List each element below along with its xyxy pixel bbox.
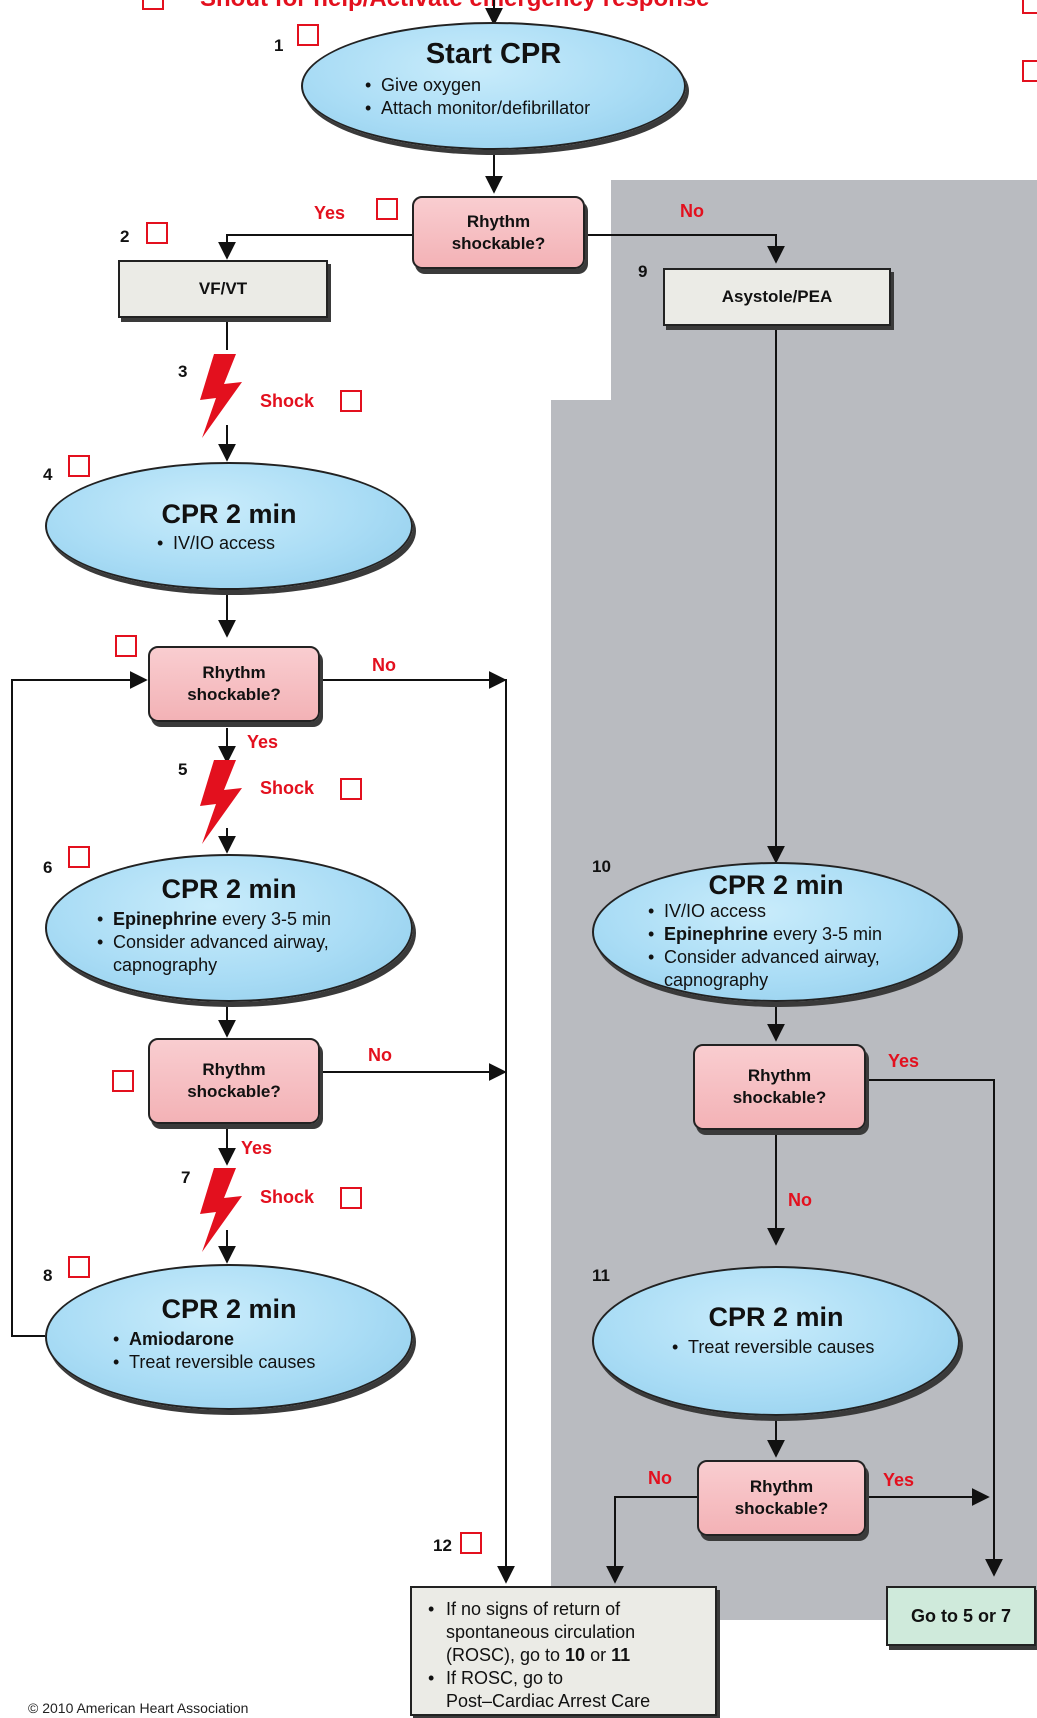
cpr-10-bullet-epinephrine: Epinephrine every 3-5 min — [646, 923, 882, 946]
step-number-11: 11 — [592, 1266, 610, 1285]
cpr-4-bullet: IV/IO access — [155, 532, 275, 555]
rhythm-a-checkbox[interactable] — [115, 635, 137, 657]
header-checkbox[interactable] — [142, 0, 164, 10]
cpr-2min-oval-6: CPR 2 min Epinephrine every 3-5 min Cons… — [45, 854, 413, 1002]
cpr-8-title: CPR 2 min — [161, 1294, 297, 1324]
cpr-8-bullet-amiodarone: Amiodarone — [111, 1328, 315, 1351]
decision-line1: Rhythm — [202, 1060, 266, 1079]
rhythm-a-no-label: No — [372, 655, 396, 675]
step-number-8: 8 — [43, 1266, 53, 1285]
top-decision-checkbox[interactable] — [376, 198, 398, 220]
shock-3-checkbox[interactable] — [340, 390, 362, 412]
rhythm-d-yes-label: Yes — [883, 1470, 915, 1490]
decision-line1: Rhythm — [747, 1066, 812, 1085]
cpr-11-bullet: Treat reversible causes — [670, 1336, 874, 1359]
cpr-11-title: CPR 2 min — [708, 1302, 844, 1332]
rhythm-shockable-a: Rhythm shockable? — [148, 646, 320, 722]
step-12-checkbox[interactable] — [460, 1532, 482, 1554]
cpr-10-bullet-airway: Consider advanced airway,capnography — [646, 946, 882, 992]
decision-line2: shockable? — [187, 1082, 281, 1101]
shock-bolt-icon — [200, 1168, 242, 1252]
step-number-3: 3 — [178, 362, 188, 381]
corner-checkbox-1[interactable] — [1022, 0, 1037, 14]
cpr-2min-oval-10: CPR 2 min IV/IO access Epinephrine every… — [592, 862, 960, 1002]
shock-3-label: Shock — [260, 391, 315, 411]
cpr-10-title: CPR 2 min — [708, 870, 844, 900]
step-2-checkbox[interactable] — [146, 222, 168, 244]
header-banner: Shout for help/Activate emergency respon… — [200, 0, 709, 13]
cpr-4-title: CPR 2 min — [161, 499, 297, 529]
start-cpr-oval: Start CPR Give oxygen Attach monitor/def… — [301, 22, 686, 150]
step-number-2: 2 — [120, 227, 130, 246]
step-number-9: 9 — [638, 262, 648, 281]
cpr-6-title: CPR 2 min — [161, 874, 297, 904]
shock-5-checkbox[interactable] — [340, 778, 362, 800]
top-no-label: No — [680, 201, 704, 221]
rhythm-d-no-label: No — [648, 1468, 672, 1488]
step-number-6: 6 — [43, 858, 53, 877]
cpr-8-bullets: Amiodarone Treat reversible causes — [111, 1328, 315, 1374]
step-number-5: 5 — [178, 760, 188, 779]
cpr-8-bullet-causes: Treat reversible causes — [111, 1351, 315, 1374]
corner-checkbox-2[interactable] — [1022, 60, 1037, 82]
cpr-6-bullets: Epinephrine every 3-5 min Consider advan… — [95, 908, 331, 977]
rhythm-shockable-c: Rhythm shockable? — [693, 1044, 866, 1130]
cpr-2min-oval-8: CPR 2 min Amiodarone Treat reversible ca… — [45, 1264, 413, 1410]
shock-bolt-icon — [200, 760, 242, 844]
step-number-12: 12 — [433, 1536, 452, 1555]
cpr-10-bullet-access: IV/IO access — [646, 900, 882, 923]
cpr-11-bullets: Treat reversible causes — [670, 1336, 874, 1359]
rhythm-b-checkbox[interactable] — [112, 1070, 134, 1092]
rhythm-c-yes-label: Yes — [888, 1051, 920, 1071]
step-number-10: 10 — [592, 857, 611, 876]
cpr-6-bullet-airway: Consider advanced airway,capnography — [95, 931, 331, 977]
copyright-text: © 2010 American Heart Association — [28, 1700, 249, 1716]
decision-line1: Rhythm — [749, 1477, 814, 1496]
step-1-checkbox[interactable] — [297, 24, 319, 46]
asystole-pea-box: Asystole/PEA — [663, 268, 891, 326]
step-8-checkbox[interactable] — [68, 1256, 90, 1278]
rhythm-b-yes-label: Yes — [241, 1138, 273, 1158]
shock-7-label: Shock — [260, 1187, 315, 1207]
cpr-10-bullets: IV/IO access Epinephrine every 3-5 min C… — [646, 900, 882, 992]
step-4-checkbox[interactable] — [68, 455, 90, 477]
shock-5-label: Shock — [260, 778, 315, 798]
rhythm-c-no-label: No — [788, 1190, 812, 1210]
decision-line2: shockable? — [451, 233, 546, 253]
shock-bolt-icon — [200, 354, 242, 438]
shock-7-checkbox[interactable] — [340, 1187, 362, 1209]
decision-line1: Rhythm — [202, 663, 266, 682]
start-cpr-title: Start CPR — [425, 38, 562, 70]
rhythm-shockable-b: Rhythm shockable? — [148, 1038, 320, 1124]
step-6-checkbox[interactable] — [68, 846, 90, 868]
top-yes-label: Yes — [314, 203, 346, 223]
start-cpr-bullet: Give oxygen — [363, 74, 590, 97]
step-number-7: 7 — [181, 1168, 191, 1187]
step-number-1: 1 — [274, 36, 284, 55]
asystole-pathway-panel-extension — [551, 400, 613, 1620]
rhythm-shockable-d: Rhythm shockable? — [697, 1460, 866, 1536]
rhythm-a-yes-label: Yes — [247, 732, 279, 752]
decision-line2: shockable? — [187, 685, 281, 704]
step-number-4: 4 — [43, 465, 53, 484]
vf-vt-box: VF/VT — [118, 260, 328, 318]
cpr-2min-oval-11: CPR 2 min Treat reversible causes — [592, 1266, 960, 1416]
go-to-5-or-7-box: Go to 5 or 7 — [886, 1586, 1036, 1646]
decision-line1: Rhythm — [466, 211, 531, 231]
start-cpr-bullets: Give oxygen Attach monitor/defibrillator — [363, 74, 590, 120]
start-cpr-bullet: Attach monitor/defibrillator — [363, 97, 590, 120]
decision-line2: shockable? — [734, 1499, 829, 1518]
decision-line2: shockable? — [732, 1088, 827, 1107]
cpr-2min-oval-4: CPR 2 min IV/IO access — [45, 462, 413, 590]
cpr-6-bullet-epinephrine: Epinephrine every 3-5 min — [95, 908, 331, 931]
rhythm-b-no-label: No — [368, 1045, 392, 1065]
cpr-4-bullets: IV/IO access — [155, 532, 275, 555]
